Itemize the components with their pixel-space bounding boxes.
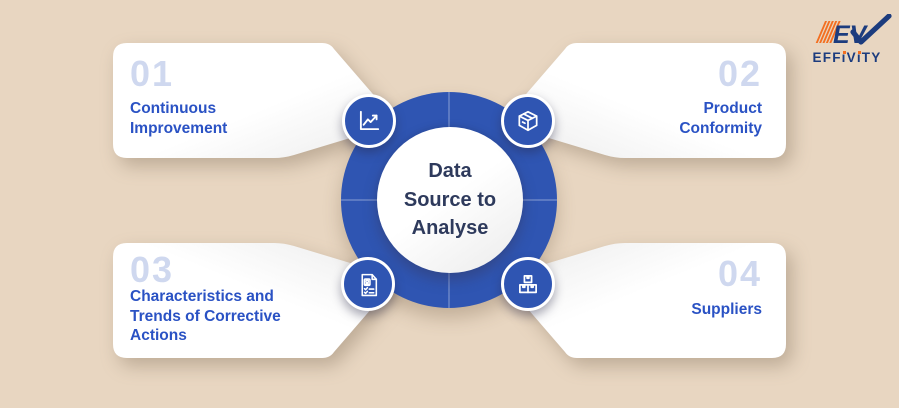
item-number-01: 01 [130, 53, 175, 94]
card-shape [113, 43, 394, 158]
card-corrective-actions [108, 236, 408, 366]
card-suppliers [491, 236, 791, 366]
i-stem: ı [841, 50, 847, 65]
effivity-monogram-icon: EV [815, 14, 892, 49]
audit-checklist-icon [360, 273, 377, 296]
item-number-04: 04 [717, 253, 762, 294]
badge-product-conformity [501, 94, 555, 148]
card-shape [505, 243, 786, 358]
package-box-icon [518, 110, 538, 132]
wordmark-part: V [846, 50, 857, 65]
wordmark-i: ı [842, 51, 847, 65]
item-label-product-conformity: Product Conformity [679, 100, 762, 137]
item-label-corrective-actions: Characteristics and Trends of Corrective… [130, 288, 281, 345]
center-hub: Data Source to Analyse [377, 127, 523, 273]
badge-continuous-improvement [342, 94, 396, 148]
badge-corrective-actions [341, 257, 395, 311]
monogram-text: EV [833, 21, 869, 49]
i-dot-icon [857, 51, 861, 54]
item-label-suppliers: Suppliers [691, 301, 762, 318]
wordmark-part: TY [861, 50, 882, 65]
i-stem: ı [856, 50, 862, 65]
card-shape [505, 43, 786, 158]
badge-suppliers [501, 257, 555, 311]
trend-up-chart-icon [359, 110, 380, 131]
item-number-03: 03 [130, 249, 175, 290]
item-label-continuous-improvement: Continuous Improvement [130, 100, 228, 137]
center-title: Data Source to Analyse [403, 160, 497, 240]
stacked-boxes-icon [519, 275, 537, 294]
i-dot-icon [842, 51, 846, 54]
wordmark-part: EFF [812, 50, 842, 65]
card-continuous-improvement [108, 36, 408, 166]
card-product-conformity [491, 36, 791, 166]
item-number-02: 02 [717, 53, 762, 94]
card-shape [113, 243, 394, 358]
wordmark-i: ı [857, 51, 862, 65]
